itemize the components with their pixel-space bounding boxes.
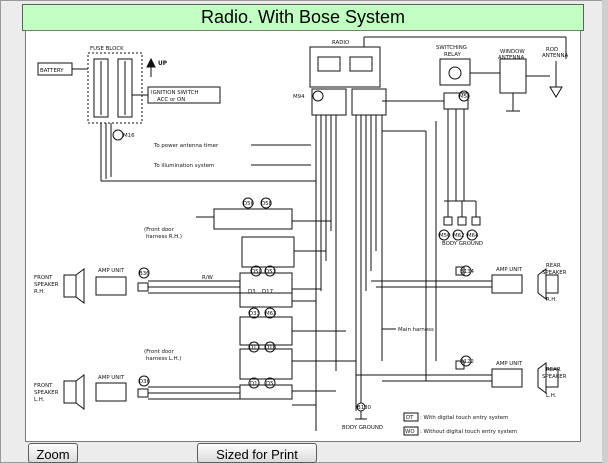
front-speaker-lh-label-3: L.H. xyxy=(34,397,45,403)
amp-unit-label-front-rh: AMP UNIT xyxy=(98,268,125,274)
rod-antenna-label-1: ROD xyxy=(546,47,558,53)
amp-unit-rear-rh-box xyxy=(491,274,523,294)
connector-d1: D1 xyxy=(250,381,258,387)
front-speaker-lh-label-2: SPEAKER xyxy=(34,390,59,396)
rear-speaker-rh-label-3: R.H. xyxy=(546,297,557,303)
connector-d50: D50 xyxy=(251,269,263,275)
amp-unit-label-rear-rh: AMP UNIT xyxy=(496,267,523,273)
illumination-label: To illumination system xyxy=(153,163,214,169)
connector-d33: D33 xyxy=(249,311,260,317)
body-ground-label-top: BODY GROUND xyxy=(442,241,483,247)
front-speaker-rh-label-3: R.H. xyxy=(34,289,45,295)
window-antenna-label-1: WINDOW xyxy=(500,49,525,55)
connector-m64: M64 xyxy=(467,233,479,239)
amp-unit-lh-box xyxy=(95,382,127,402)
connector-b122: B122 xyxy=(460,359,474,365)
window-shadow xyxy=(602,0,608,463)
wiring-diagram: BATTERY FUSE BLOCK UP IGNITION SWITCH AC… xyxy=(25,30,581,442)
connector-m16: M16 xyxy=(123,133,135,139)
wiring-diagram-svg: BATTERY FUSE BLOCK UP IGNITION SWITCH AC… xyxy=(34,36,568,436)
title-bar: Radio. With Bose System xyxy=(22,4,584,31)
connector-d3: D3 xyxy=(248,289,256,295)
connector-m94: M94 xyxy=(293,94,305,100)
window-antenna-box xyxy=(499,58,527,94)
connector-d36: D36 xyxy=(139,379,151,385)
connector-d58: D58 xyxy=(261,201,273,207)
rod-antenna-label-2: ANTENNA xyxy=(542,53,568,59)
rear-speaker-lh-label-3: L.H. xyxy=(546,393,557,399)
connector-d51: D51 xyxy=(265,269,276,275)
battery-label: BATTERY xyxy=(40,68,64,74)
front-door-rh-label-2: harness R.H.) xyxy=(146,234,182,240)
connector-m5: M5 xyxy=(459,94,467,100)
legend-dt-text: : With digital touch entry system xyxy=(420,415,508,421)
zoom-button[interactable]: Zoom xyxy=(28,443,78,463)
rear-speaker-rh-label-2: SPEAKER xyxy=(542,270,567,276)
sized-for-print-button[interactable]: Sized for Print xyxy=(197,443,317,463)
front-speaker-lh-icon xyxy=(63,380,77,404)
front-door-rh-label-1: (Front door xyxy=(144,227,174,233)
connector-b130: B130 xyxy=(357,405,372,411)
body-ground-label-bottom: BODY GROUND xyxy=(342,425,383,431)
page-title: Radio. With Bose System xyxy=(200,7,406,27)
connector-m62: M62 xyxy=(453,233,465,239)
front-door-lh-label-1: (Front door xyxy=(144,349,174,355)
rear-speaker-rh-icon xyxy=(545,274,559,294)
up-arrow-icon xyxy=(146,57,156,68)
rod-antenna-icon xyxy=(549,86,563,98)
wire-label-rw: R/W xyxy=(202,275,214,281)
amp-unit-rear-lh-box xyxy=(491,368,523,388)
power-antenna-label: To power antenna timer xyxy=(153,143,219,149)
amp-unit-label-front-lh: AMP UNIT xyxy=(98,375,125,381)
fuse-block-label: FUSE BLOCK xyxy=(90,46,124,52)
connector-b134: B134 xyxy=(460,269,475,275)
connector-d17: D17 xyxy=(262,289,273,295)
legend-wo-code: WO xyxy=(405,429,415,435)
connector-d5: D5 xyxy=(266,381,274,387)
window-antenna-label-2: ANTENNA xyxy=(498,55,524,61)
amp-unit-label-rear-lh: AMP UNIT xyxy=(496,361,523,367)
connector-d11: D11 xyxy=(249,345,260,351)
switching-relay-label-1: SWITCHING xyxy=(436,45,467,51)
legend-dt-code: DT xyxy=(406,415,414,421)
connector-d56: D56 xyxy=(243,201,255,207)
rear-speaker-lh-label-1: REAR xyxy=(546,367,561,373)
switching-relay-label-2: RELAY xyxy=(444,52,462,58)
main-harness-label: Main harness xyxy=(398,327,434,333)
ignition-switch-label-1: IGNITION SWITCH xyxy=(151,90,198,96)
front-speaker-rh-label-1: FRONT xyxy=(34,275,53,281)
rear-speaker-rh-label-1: REAR xyxy=(546,263,561,269)
switching-relay-box xyxy=(439,58,471,86)
connector-b36: B36 xyxy=(139,271,150,277)
legend-wo-text: : Without digital touch entry system xyxy=(420,429,517,435)
amp-unit-rh-box xyxy=(95,276,127,296)
connector-d16: D16 xyxy=(265,345,277,351)
front-speaker-lh-label-1: FRONT xyxy=(34,383,53,389)
fuse-block-box xyxy=(87,52,143,124)
front-door-lh-label-2: harness L.H.) xyxy=(146,356,181,362)
radio-label: RADIO xyxy=(332,40,349,46)
front-speaker-rh-label-2: SPEAKER xyxy=(34,282,59,288)
rear-speaker-lh-icon xyxy=(545,368,559,388)
connector-m50: M50 xyxy=(439,233,451,239)
connector-m63: M63 xyxy=(265,311,277,317)
up-label: UP xyxy=(158,61,168,67)
radio-box xyxy=(309,46,381,88)
ignition-switch-label-2: ACC or ON xyxy=(157,97,185,103)
rear-speaker-lh-label-2: SPEAKER xyxy=(542,374,567,380)
front-speaker-rh-icon xyxy=(63,274,77,298)
